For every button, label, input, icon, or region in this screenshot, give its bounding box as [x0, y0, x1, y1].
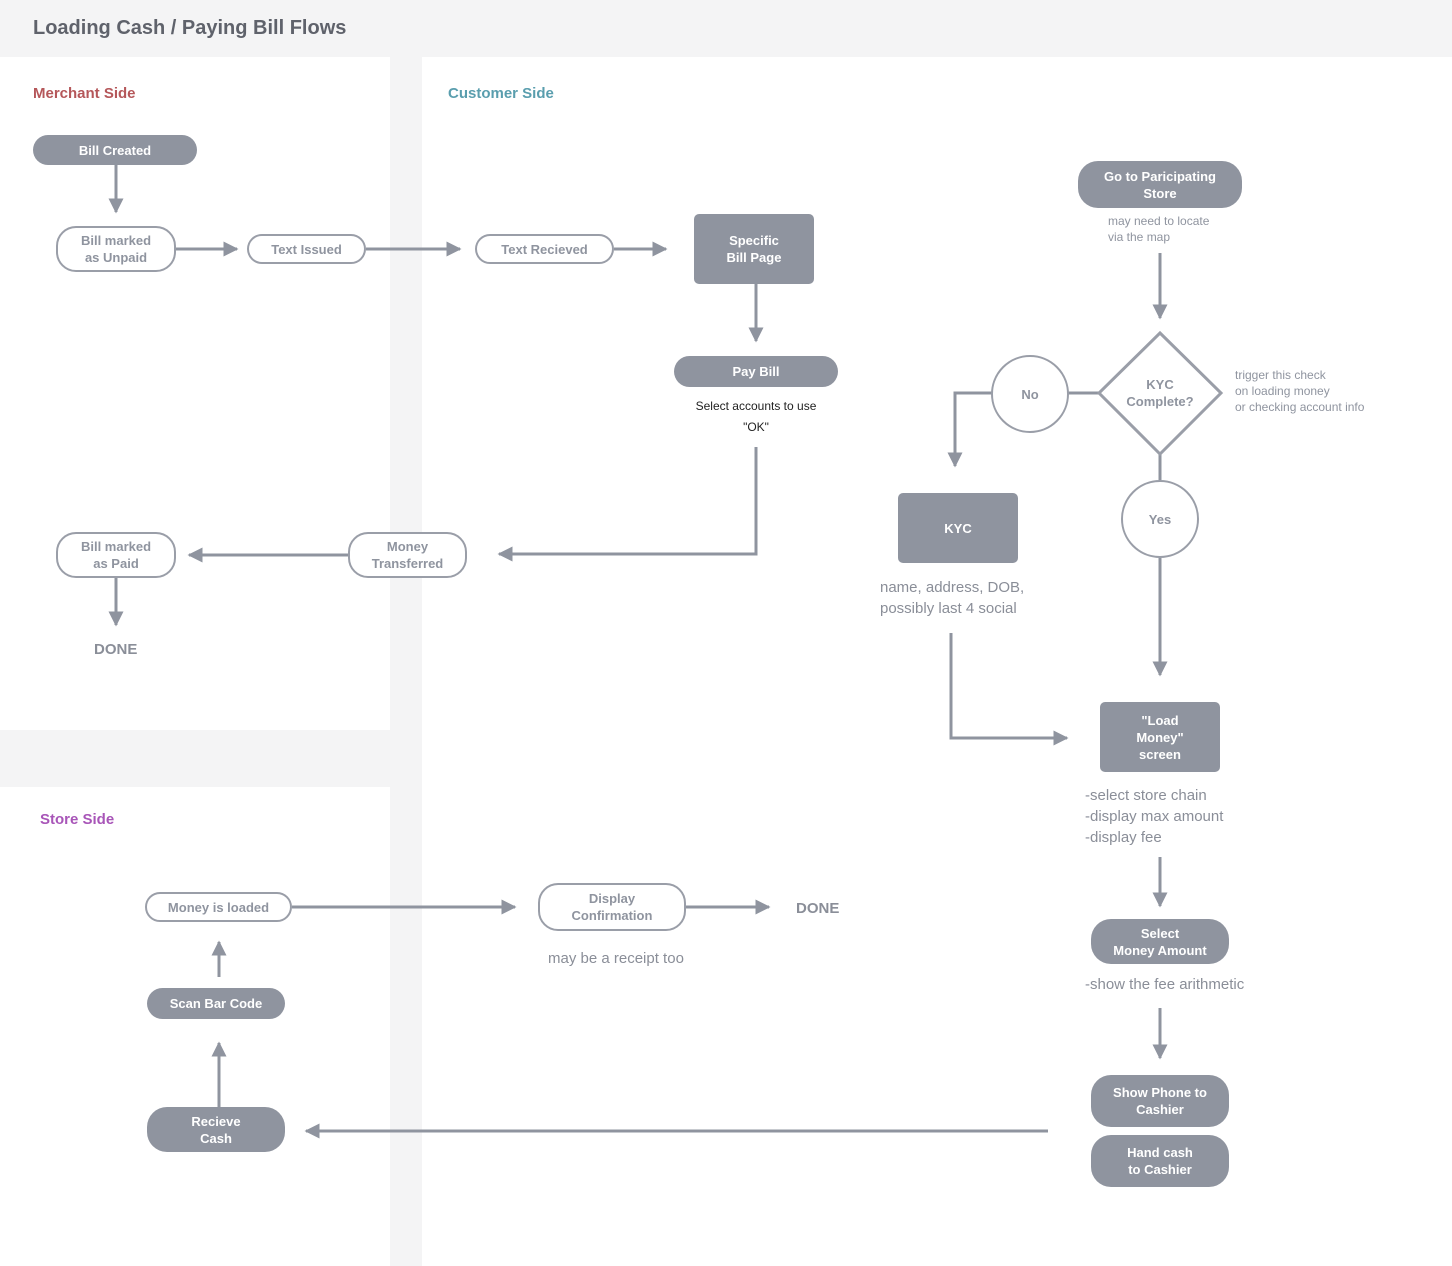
- display-confirmation-node[interactable]: Display Confirmation: [538, 883, 686, 931]
- pay-bill-note: Select accounts to use "OK": [695, 399, 817, 434]
- kyc-node[interactable]: KYC: [898, 493, 1018, 563]
- arrow-kyc-to-load-money: [949, 633, 1069, 746]
- text-issued-node[interactable]: Text Issued: [247, 234, 366, 264]
- load-money-screen-node[interactable]: "Load Money" screen: [1100, 702, 1220, 772]
- store-section-label: Store Side: [40, 811, 115, 828]
- go-to-store-node[interactable]: Go to Paricipating Store: [1078, 161, 1242, 208]
- store-done-label: DONE: [796, 900, 840, 917]
- yes-branch-node: Yes: [1121, 480, 1199, 558]
- kyc-complete-diamond: [1096, 330, 1224, 457]
- bill-unpaid-node[interactable]: Bill marked as Unpaid: [56, 226, 176, 272]
- no-branch-node: No: [991, 355, 1069, 433]
- kyc-check-note: trigger this check on loading money or c…: [1235, 368, 1365, 414]
- kyc-complete-label[interactable]: KYC Complete?: [1126, 377, 1194, 409]
- bill-created-node[interactable]: Bill Created: [33, 135, 197, 165]
- money-loaded-node[interactable]: Money is loaded: [145, 892, 292, 922]
- select-money-amount-node[interactable]: Select Money Amount: [1091, 919, 1229, 964]
- confirmation-note: may be a receipt too: [548, 950, 684, 967]
- specific-bill-page-node[interactable]: Specific Bill Page: [694, 214, 814, 284]
- hand-cash-node[interactable]: Hand cash to Cashier: [1091, 1135, 1229, 1187]
- scan-bar-code-node[interactable]: Scan Bar Code: [147, 988, 285, 1019]
- load-money-note: -select store chain -display max amount …: [1085, 787, 1224, 846]
- receive-cash-node[interactable]: Recieve Cash: [147, 1107, 285, 1152]
- arrow-pay-to-transferred: [497, 447, 758, 562]
- select-amount-note: -show the fee arithmetic: [1085, 976, 1245, 993]
- bill-paid-node[interactable]: Bill marked as Paid: [56, 532, 176, 578]
- go-to-store-note: may need to locate via the map: [1108, 214, 1210, 244]
- kyc-note: name, address, DOB, possibly last 4 soci…: [880, 579, 1025, 617]
- arrow-no-to-kyc: [947, 391, 992, 468]
- pay-bill-node[interactable]: Pay Bill: [674, 356, 838, 387]
- store-panel: [0, 787, 390, 1266]
- page-title: Loading Cash / Paying Bill Flows: [33, 17, 347, 39]
- merchant-panel: [0, 57, 390, 730]
- show-phone-node[interactable]: Show Phone to Cashier: [1091, 1075, 1229, 1127]
- customer-section-label: Customer Side: [448, 85, 554, 102]
- text-received-node[interactable]: Text Recieved: [475, 234, 614, 264]
- money-transferred-node[interactable]: Money Transferred: [348, 532, 467, 578]
- merchant-done-label: DONE: [94, 641, 138, 658]
- merchant-section-label: Merchant Side: [33, 85, 136, 102]
